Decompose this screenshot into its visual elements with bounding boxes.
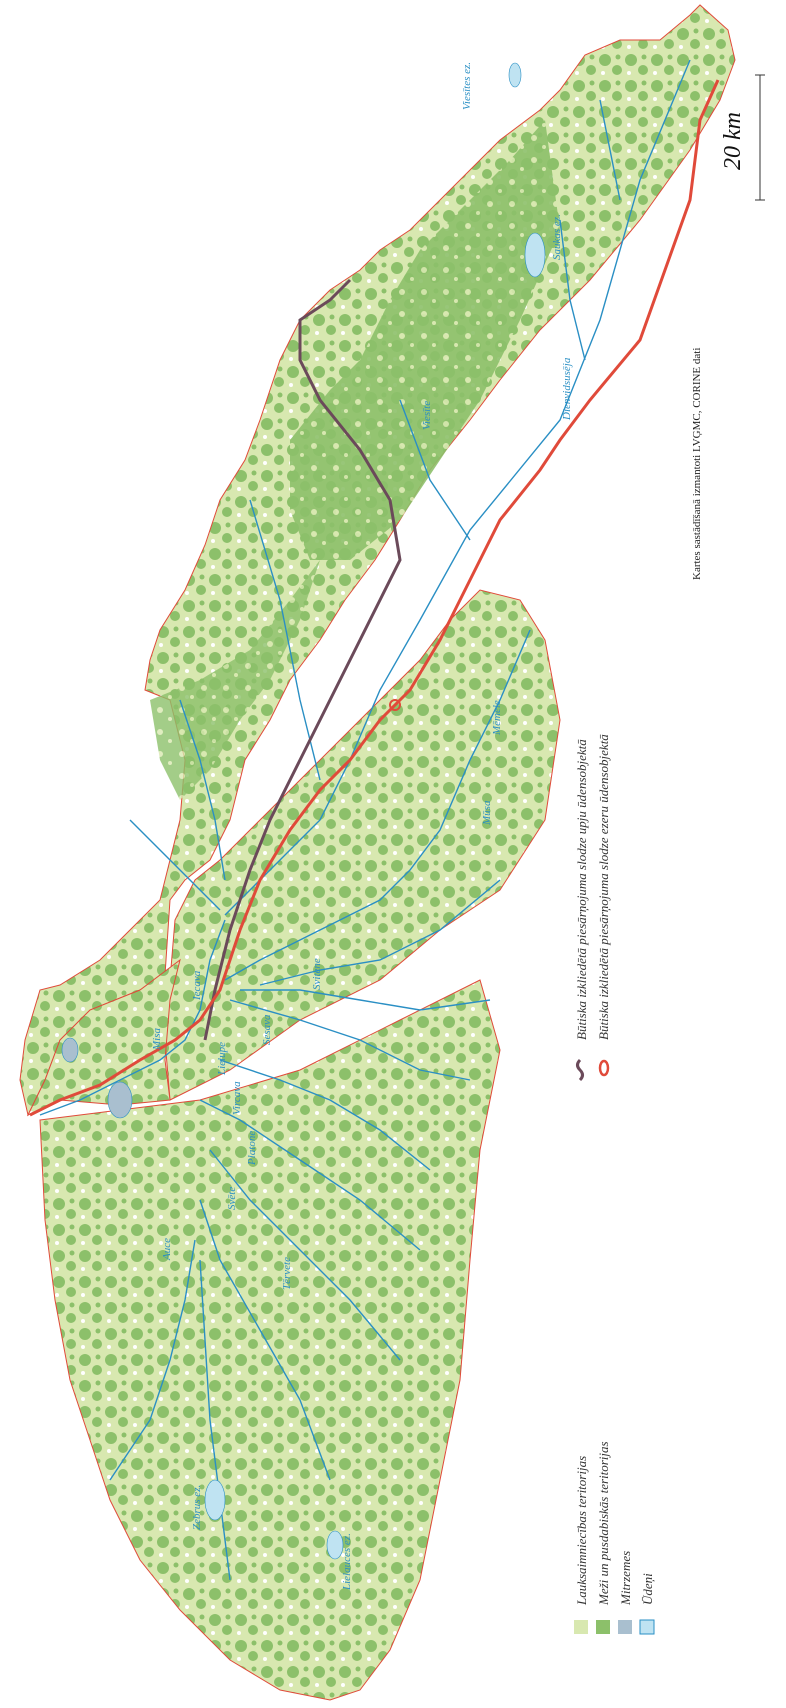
label-tervete: Tērvete — [281, 1257, 293, 1290]
legend-label-forest: Meži un pusdabiskās teritorijas — [596, 1441, 611, 1606]
forest-patch-east — [290, 120, 560, 560]
basin-area-sw — [39, 979, 501, 1701]
scale-bar: 20 km — [720, 74, 765, 201]
lake-lielauces — [326, 1530, 344, 1560]
lake-pressure-marker — [389, 699, 401, 711]
river-memele — [224, 59, 691, 916]
legend: Lauksaimniecības teritorijas Meži un pus… — [574, 734, 655, 1635]
source-note: Kartes sastādīšanā izmantoti LVĢMC, CORI… — [691, 348, 703, 580]
lake-zebrus — [204, 1479, 226, 1521]
legend-river-pressure-symbol — [576, 1058, 584, 1082]
label-platone: Platone — [246, 1131, 258, 1166]
legend-swatch-agriculture — [574, 1620, 588, 1634]
river-musa — [224, 629, 531, 981]
label-svitene: Svitene — [311, 958, 323, 990]
legend-lake-pressure-symbol — [598, 1059, 610, 1077]
label-iecava: Iecava — [191, 970, 203, 1001]
forest-patch-north — [150, 560, 320, 800]
lake-viesites — [508, 62, 522, 88]
legend-label-agriculture: Lauksaimniecības teritorijas — [574, 1456, 589, 1606]
label-vircava: Vircava — [231, 1081, 243, 1115]
label-viesite: Viesīte — [421, 401, 433, 430]
lake-saukas — [524, 232, 546, 278]
label-auce: Auce — [161, 1238, 173, 1261]
legend-label-water: Ūdeņi — [640, 1573, 655, 1605]
lakes — [61, 62, 546, 1560]
legend-swatch-water — [639, 1619, 655, 1635]
label-viesites-ez: Viesītes ez. — [461, 62, 473, 110]
river-labels: Viesītes ez. Saukas ez. Dienvidsusēja Vi… — [151, 62, 573, 1591]
label-lielauces-ez: Lielauces ez. — [341, 1533, 353, 1591]
lake-pressure-line — [29, 79, 720, 1117]
label-musa: Mūsa — [481, 800, 493, 826]
label-zebrus-ez: Zebrus ez. — [191, 1485, 203, 1530]
label-svete: Svēte — [226, 1187, 238, 1210]
legend-label-wetland: Mitrzemes — [618, 1551, 633, 1606]
label-sesava: Sesava — [261, 1014, 273, 1045]
scale-bar-label: 20 km — [720, 112, 746, 170]
legend-label-lake-pressure: Būtiska izkliedētā piesārņojuma slodze e… — [596, 734, 611, 1040]
label-lielupe: Lielupe — [216, 1042, 228, 1076]
label-dienvidsuseja: Dienvidsusēja — [561, 357, 573, 421]
label-memele: Mēmele — [491, 700, 503, 736]
legend-swatch-forest — [596, 1620, 610, 1634]
label-saukas-ez: Saukas ez. — [551, 214, 563, 260]
river-lielupe — [39, 919, 226, 1116]
legend-swatch-wetland — [618, 1620, 632, 1634]
river-network — [39, 59, 691, 1581]
label-misa: Misa — [151, 1028, 163, 1052]
legend-label-river-pressure: Būtiska izkliedētā piesārņojuma slodze u… — [574, 739, 589, 1040]
river-pressure-line — [203, 278, 402, 1041]
